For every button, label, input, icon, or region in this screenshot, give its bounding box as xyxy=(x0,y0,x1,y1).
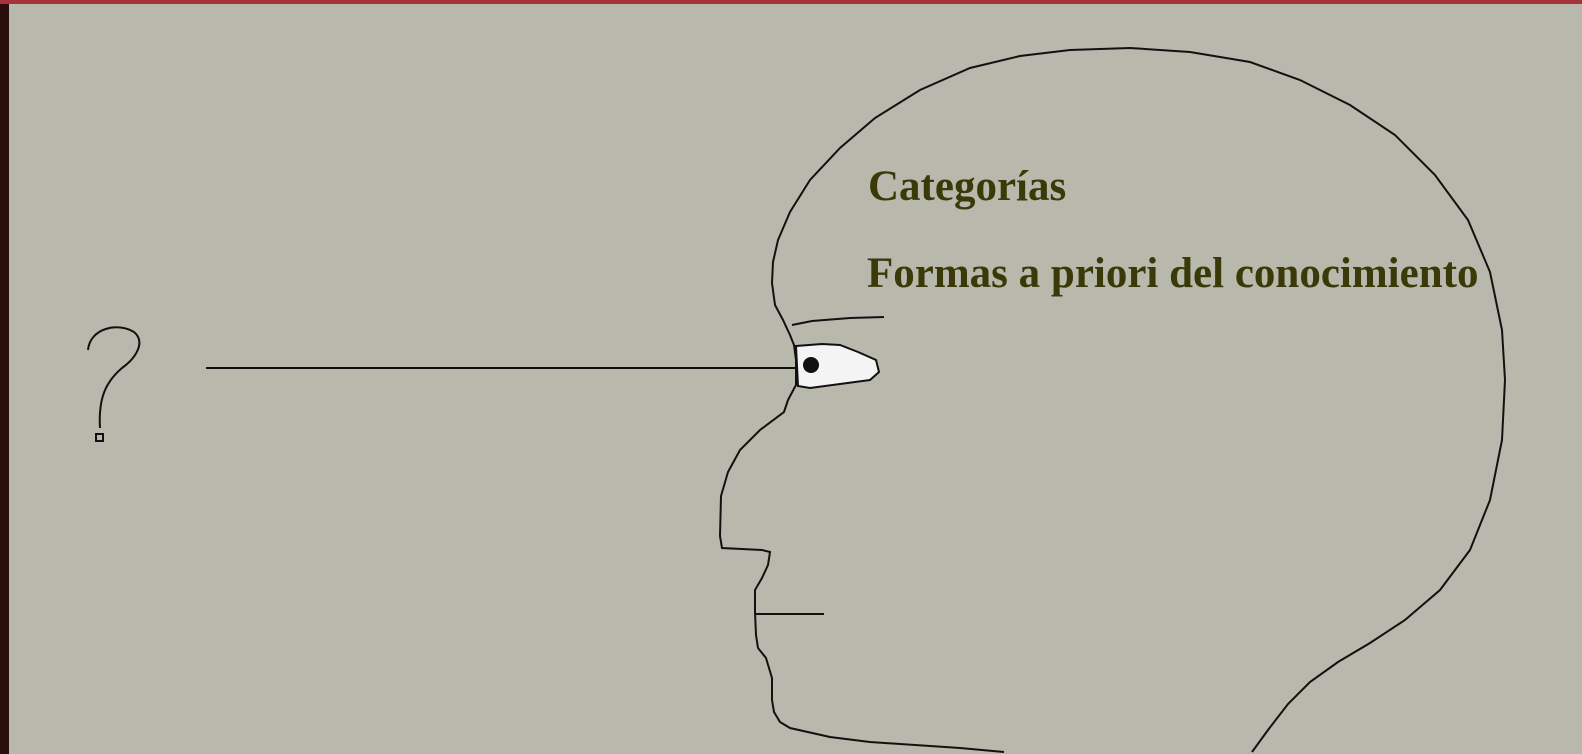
eye-icon xyxy=(794,342,881,390)
label-formas-a-priori: Formas a priori del conocimiento xyxy=(867,250,1479,297)
top-border xyxy=(0,0,1582,4)
label-categorias: Categorías xyxy=(868,163,1067,210)
question-mark-icon xyxy=(87,326,141,442)
brow-line xyxy=(791,316,885,326)
left-border xyxy=(0,0,9,754)
head-outline xyxy=(718,46,1507,753)
